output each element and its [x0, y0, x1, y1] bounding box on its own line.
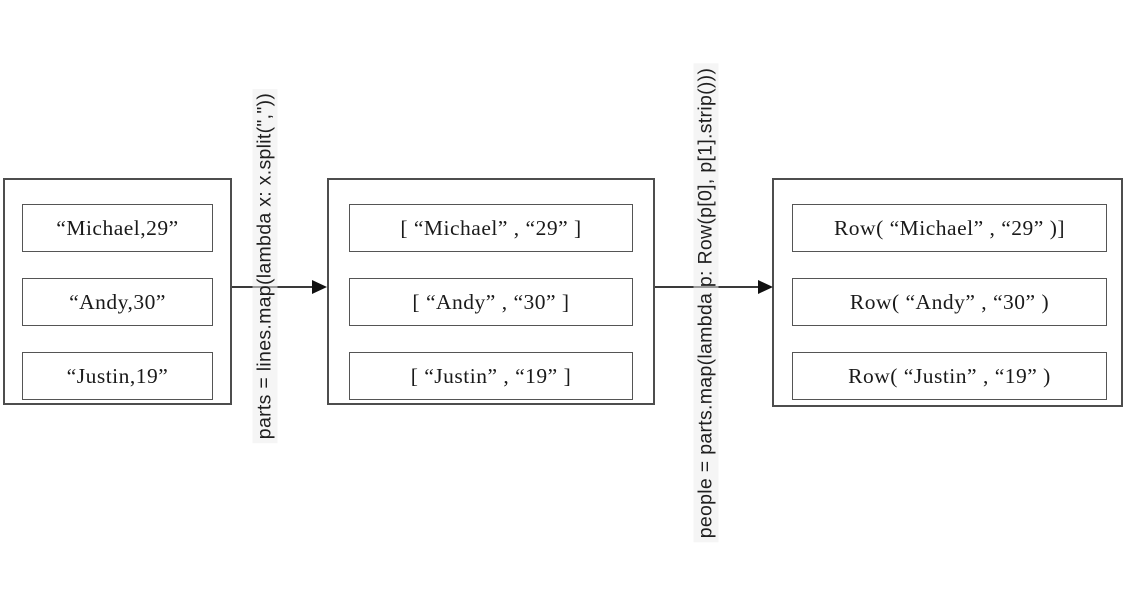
parts-record: [ “Justin” , “19” ] — [349, 352, 633, 400]
arrow-head-icon — [312, 280, 327, 294]
row-record: Row( “Michael” , “29” )] — [792, 204, 1107, 252]
transform-label-people: people = parts.map(lambda p: Row(p[0], p… — [693, 63, 719, 543]
row-record: Row( “Andy” , “30” ) — [792, 278, 1107, 326]
line-record: “Michael,29” — [22, 204, 213, 252]
transform-label-parts: parts = lines.map(lambda x: x.split(",")… — [252, 88, 278, 444]
line-record: “Justin,19” — [22, 352, 213, 400]
stage-box-lines: “Michael,29” “Andy,30” “Justin,19” — [3, 178, 232, 405]
line-record: “Andy,30” — [22, 278, 213, 326]
map-split-arrow — [232, 280, 327, 294]
parts-record: [ “Michael” , “29” ] — [349, 204, 633, 252]
parts-record: [ “Andy” , “30” ] — [349, 278, 633, 326]
stage-box-parts: [ “Michael” , “29” ] [ “Andy” , “30” ] [… — [327, 178, 655, 405]
row-record: Row( “Justin” , “19” ) — [792, 352, 1107, 400]
arrow-head-icon — [758, 280, 773, 294]
stage-box-people: Row( “Michael” , “29” )] Row( “Andy” , “… — [772, 178, 1123, 407]
